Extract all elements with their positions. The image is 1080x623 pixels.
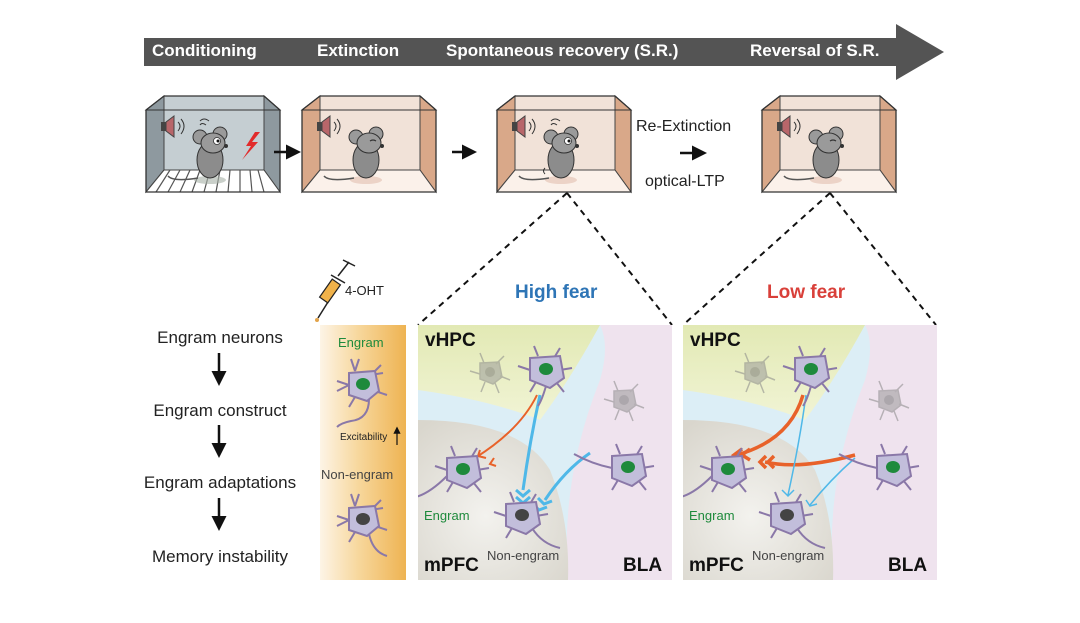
extinction-cage (300, 94, 438, 194)
low-non-engram-label: Non-engram (752, 548, 825, 563)
low-vhpc-label: vHPC (690, 330, 741, 351)
high-fear-title: High fear (515, 282, 598, 303)
flow-step-engram-construct: Engram construct (153, 401, 287, 420)
strip-non-engram-label: Non-engram (321, 467, 394, 482)
mpfc-non-engram-neuron (758, 491, 826, 549)
non-engram-neuron (336, 493, 388, 557)
low-mpfc-label: mPFC (689, 555, 744, 576)
vhpc-engram-neuron (782, 345, 838, 407)
shock-icon (242, 132, 260, 160)
stage-reversal: Reversal of S.R. (750, 41, 880, 60)
4-oht-label: 4-OHT (345, 283, 384, 298)
mpfc-non-engram-neuron (493, 491, 561, 549)
conditioning-cage (144, 94, 282, 194)
reversal-cage (760, 94, 898, 194)
mouse-calm (323, 126, 384, 184)
flow-step-memory-instability: Memory instability (151, 547, 289, 566)
vhpc-region (683, 325, 865, 420)
inactive-neuron (603, 380, 645, 422)
low-engram-label: Engram (689, 508, 735, 523)
engram-neuron (336, 358, 388, 428)
inactive-neuron (734, 352, 776, 394)
stage-spontaneous-recovery: Spontaneous recovery (S.R.) (446, 41, 679, 60)
syringe-icon (315, 259, 356, 322)
high-bla-label: BLA (623, 555, 663, 576)
zoom-lines (417, 192, 937, 326)
orange-projection (474, 394, 538, 459)
mpfc-engram-neuron (683, 445, 755, 498)
mouse-startled (167, 118, 228, 184)
high-mpfc-label: mPFC (424, 555, 479, 576)
flow-step-engram-adaptations: Engram adaptations (143, 473, 297, 492)
stage-conditioning: Conditioning (152, 41, 257, 60)
injection-strip (320, 325, 406, 580)
inactive-neuron (469, 352, 511, 394)
low-fear-panel (683, 325, 937, 580)
low-fear-title: Low fear (767, 282, 846, 303)
speaker-icon (161, 115, 185, 138)
optical-ltp-label: optical-LTP (645, 173, 725, 190)
bla-engram-neuron (838, 443, 920, 491)
high-fear-panel (418, 325, 672, 580)
speaker-icon (317, 115, 341, 138)
inactive-neuron (868, 380, 910, 422)
mouse-startled (518, 118, 579, 184)
blue-projection (809, 457, 856, 506)
vhpc-engram-neuron (517, 345, 573, 407)
high-engram-label: Engram (424, 508, 470, 523)
vhpc-region (418, 325, 600, 420)
re-extinction-label: Re-Extinction (636, 118, 732, 135)
blue-projection (543, 451, 591, 501)
strip-engram-label: Engram (338, 335, 384, 350)
speaker-icon (777, 115, 801, 138)
speaker-icon (512, 115, 536, 138)
low-bla-label: BLA (888, 555, 928, 576)
timeline-arrow (144, 24, 944, 80)
high-non-engram-label: Non-engram (487, 548, 560, 563)
stage-extinction: Extinction (317, 41, 400, 60)
high-vhpc-label: vHPC (425, 330, 476, 351)
excitability-label: Excitability (340, 432, 388, 443)
flow-step-engram-neurons: Engram neurons (157, 328, 283, 347)
blue-projection (521, 394, 542, 491)
bla-engram-neuron (573, 443, 655, 491)
mpfc-engram-neuron (418, 445, 490, 498)
mouse-calm (783, 126, 844, 184)
spontaneous-recovery-cage (495, 94, 633, 194)
